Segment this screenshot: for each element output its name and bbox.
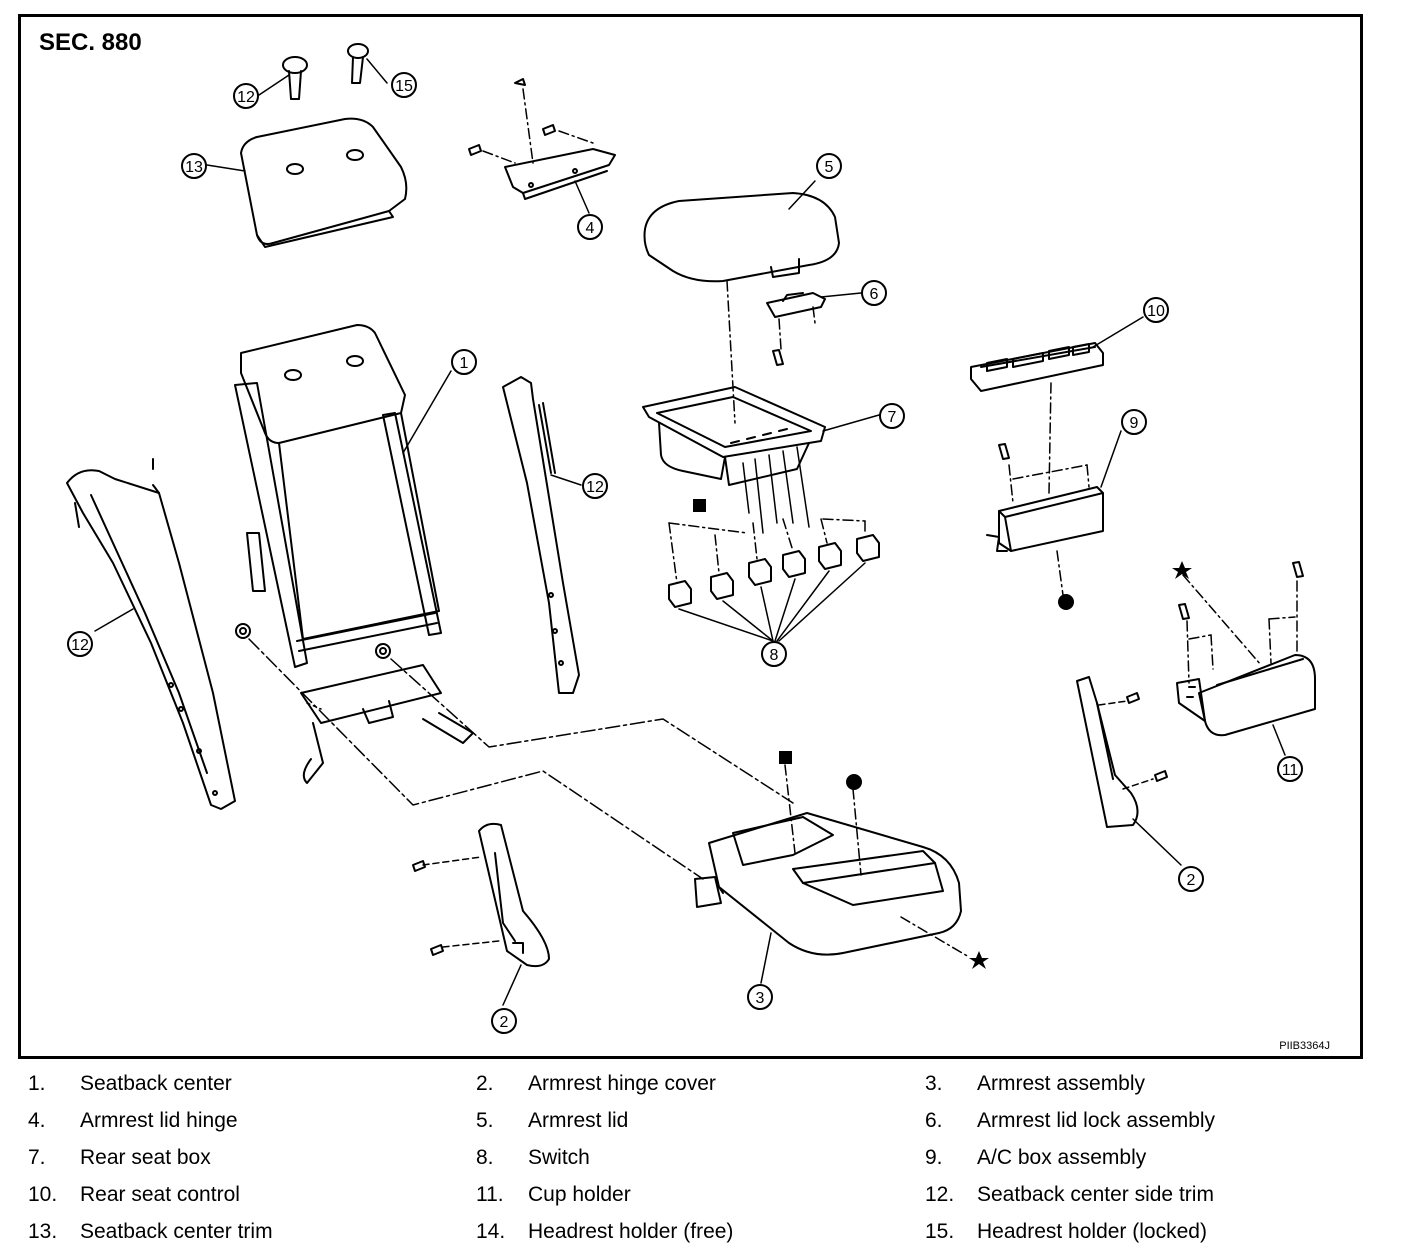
armrest-lid-lock-part xyxy=(766,292,826,366)
svg-text:6: 6 xyxy=(870,286,879,303)
svg-text:8: 8 xyxy=(770,647,779,664)
parts-legend: 1.Seatback center 2.Armrest hinge cover … xyxy=(28,1072,1216,1243)
callout-6: 6 xyxy=(861,280,887,306)
seatback-center-side-trim-left-part xyxy=(66,458,236,810)
callout-3: 3 xyxy=(747,984,773,1010)
svg-text:2: 2 xyxy=(500,1014,509,1031)
callout-10: 10 xyxy=(1143,297,1169,323)
callout-7: 7 xyxy=(879,403,905,429)
ac-box-assembly-part xyxy=(986,443,1104,552)
section-title: SEC. 880 xyxy=(39,29,142,56)
rear-seat-control-part xyxy=(970,342,1104,392)
callout-4: 4 xyxy=(577,214,603,240)
headrest-holder-free-part xyxy=(282,56,308,100)
callout-12-left: 12 xyxy=(67,631,93,657)
square-marker xyxy=(693,499,706,512)
svg-text:12: 12 xyxy=(71,637,89,654)
svg-text:12: 12 xyxy=(586,479,604,496)
star-marker xyxy=(1172,561,1192,579)
callout-15: 15 xyxy=(391,72,417,98)
callout-1: 1 xyxy=(451,349,477,375)
diagram-frame: SEC. 880 xyxy=(18,14,1363,1059)
svg-text:9: 9 xyxy=(1130,415,1139,432)
armrest-hinge-cover-left-part xyxy=(412,822,550,968)
circle-marker xyxy=(846,774,862,790)
figure-code: PIIB3364J xyxy=(1279,1040,1330,1052)
headrest-holder-locked-part xyxy=(347,43,369,84)
svg-text:15: 15 xyxy=(395,78,413,95)
svg-text:10: 10 xyxy=(1147,303,1165,320)
callout-9: 9 xyxy=(1121,409,1147,435)
callout-8: 8 xyxy=(761,641,787,667)
svg-text:5: 5 xyxy=(825,159,834,176)
armrest-lid-hinge-part xyxy=(504,78,616,200)
cup-holder-part xyxy=(1176,561,1316,737)
svg-text:4: 4 xyxy=(586,220,595,237)
circle-marker xyxy=(1058,594,1074,610)
svg-text:11: 11 xyxy=(1282,762,1299,779)
armrest-hinge-cover-right-part xyxy=(1076,676,1168,828)
seatback-center-side-trim-right-part xyxy=(502,376,580,694)
callout-2-left: 2 xyxy=(491,1008,517,1034)
callout-5: 5 xyxy=(816,153,842,179)
svg-text:2: 2 xyxy=(1187,872,1196,889)
svg-text:3: 3 xyxy=(756,990,765,1007)
callout-11: 11 xyxy=(1277,756,1303,782)
seatback-center-trim-part xyxy=(240,117,408,248)
square-marker xyxy=(779,751,792,764)
callout-13: 13 xyxy=(181,153,207,179)
svg-text:1: 1 xyxy=(460,355,469,372)
armrest-assembly-part xyxy=(694,812,962,956)
armrest-lid-part xyxy=(643,192,840,283)
seatback-center-part xyxy=(234,324,474,784)
svg-text:7: 7 xyxy=(888,409,897,426)
callout-12-right: 12 xyxy=(582,473,608,499)
star-marker xyxy=(969,951,989,969)
rear-seat-box-part xyxy=(642,386,826,486)
switch-parts xyxy=(668,534,880,608)
callout-2-right: 2 xyxy=(1178,866,1204,892)
svg-text:13: 13 xyxy=(185,159,203,176)
svg-text:12: 12 xyxy=(237,89,255,106)
exploded-parts-diagram: 12 15 13 4 5 6 10 1 7 9 12 12 8 11 2 3 2 xyxy=(66,43,1316,1034)
callout-14: 12 xyxy=(233,83,259,109)
